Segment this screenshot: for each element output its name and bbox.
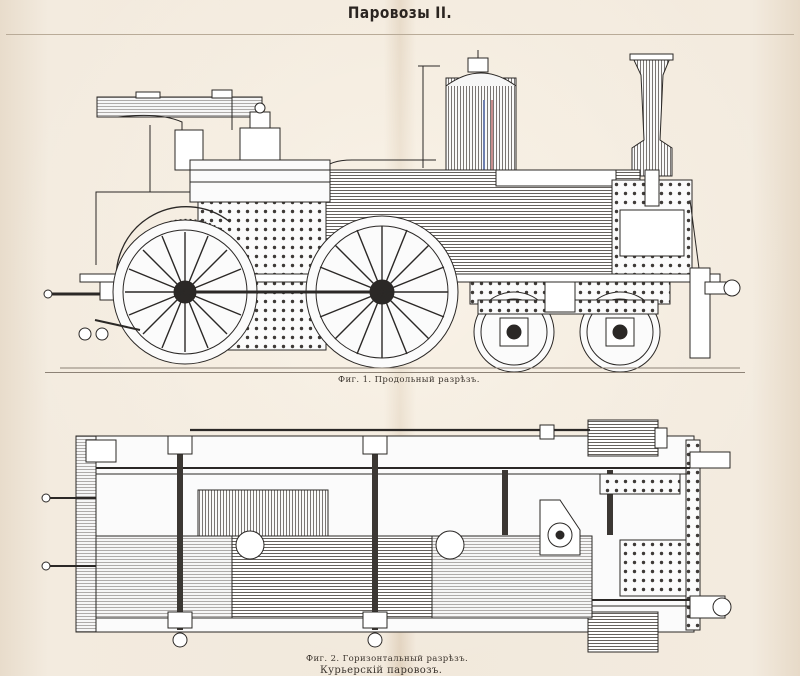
header-rule bbox=[6, 34, 794, 35]
figure-1-locomotive-side bbox=[43, 50, 741, 373]
boiler-plan bbox=[231, 535, 433, 619]
figure-2-caption: Фиг. 2. Горизонтальный разрѣзъ. bbox=[306, 654, 469, 664]
figure-2-subcaption: Курьерскій паровозъ. bbox=[320, 665, 443, 676]
fig1-baseline bbox=[45, 372, 745, 373]
steam-dome bbox=[445, 77, 517, 171]
cab-roof bbox=[96, 96, 263, 118]
chimney bbox=[631, 57, 673, 177]
plate-title: Паровозы II. bbox=[347, 3, 453, 22]
firebox-plan bbox=[197, 489, 329, 537]
axles bbox=[177, 440, 613, 630]
safety-valve bbox=[239, 127, 281, 161]
figure-2-locomotive-plan bbox=[41, 419, 732, 653]
figure-1-caption: Фиг. 1. Продольный разрѣзъ. bbox=[338, 375, 480, 385]
cylinder-top bbox=[587, 419, 659, 457]
boiler-plan-rear bbox=[95, 535, 233, 619]
cylinder-bottom bbox=[587, 611, 659, 653]
